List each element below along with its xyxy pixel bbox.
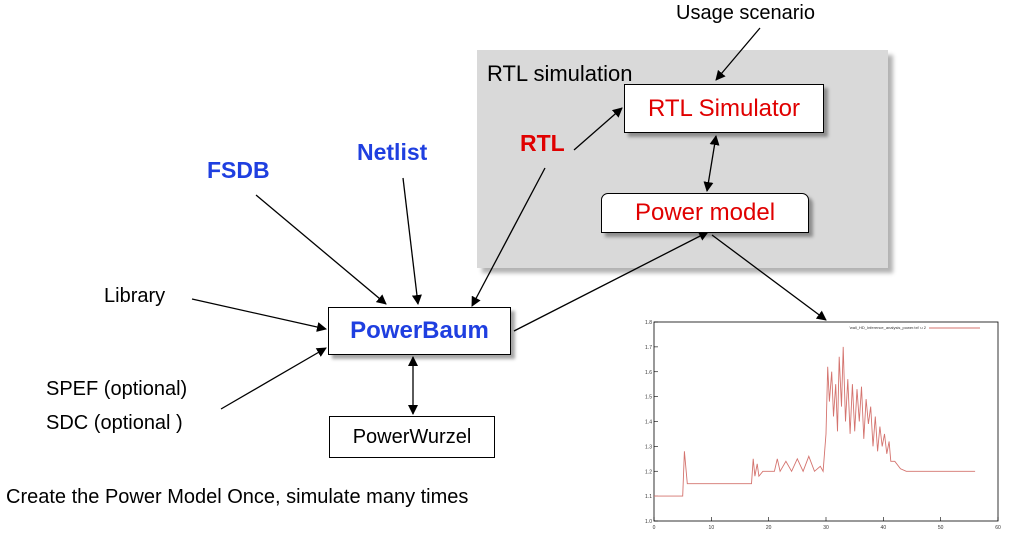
library-label: Library (104, 285, 166, 307)
y-tick-label: 1.2 (645, 469, 652, 475)
caption: Create the Power Model Once, simulate ma… (6, 486, 469, 508)
x-tick-label: 50 (938, 525, 944, 531)
power-model-box: Power model (601, 193, 809, 233)
powerwurzel-box: PowerWurzel (329, 416, 495, 458)
spef-label: SPEF (optional) (46, 378, 188, 400)
arrow-fsdb-to-powerbaum (255, 194, 387, 305)
plot-legend-label: 'wall_HD_Inference_analysis_power.txt' u… (849, 325, 927, 330)
y-tick-label: 1.4 (645, 420, 652, 426)
arrow-powerbaum-to-powermodel (513, 231, 709, 332)
rtl-simulator-box: RTL Simulator (624, 84, 824, 133)
power-series-line (654, 346, 976, 497)
y-tick-label: 1.8 (645, 320, 652, 326)
arrow-rtl-to-simulator (573, 107, 623, 151)
rtl-simulation-label: RTL simulation (487, 61, 633, 86)
power-plot-svg: 1.8 1.7 1.6 1.5 1.4 1.3 1.2 1.1 1.00 10 20 30 40 50 60… (645, 320, 1001, 531)
y-tick-label: 1.3 (645, 444, 652, 450)
sdc-label: SDC (optional ) (46, 412, 183, 434)
x-tick-label: 20 (766, 525, 772, 531)
arrow-library-to-powerbaum (191, 298, 327, 332)
arrow-powermodel-to-plot (711, 234, 827, 321)
x-tick-label: 60 (995, 525, 1001, 531)
arrow-rtl-to-powerbaum (471, 167, 546, 307)
y-tick-label: 1.0 (645, 519, 652, 525)
x-tick-label: 30 (823, 525, 829, 531)
x-tick-label: 40 (881, 525, 887, 531)
rtl-label: RTL (520, 130, 565, 156)
arrow-netlist-to-powerbaum (402, 177, 422, 305)
fsdb-label: FSDB (207, 157, 270, 183)
arrow-simulator-powermodel (703, 135, 720, 192)
powerbaum-box: PowerBaum (328, 307, 511, 355)
y-tick-label: 1.5 (645, 395, 652, 401)
y-tick-label: 1.1 (645, 494, 652, 500)
usage-scenario-label: Usage scenario (676, 2, 815, 24)
y-tick-label: 1.7 (645, 345, 652, 351)
arrow-usage-to-simulator (715, 27, 761, 81)
y-tick-label: 1.6 (645, 370, 652, 376)
x-tick-label: 10 (709, 525, 715, 531)
netlist-label: Netlist (357, 139, 428, 165)
x-tick-label: 0 (653, 525, 656, 531)
arrow-spef-to-powerbaum (220, 347, 327, 410)
